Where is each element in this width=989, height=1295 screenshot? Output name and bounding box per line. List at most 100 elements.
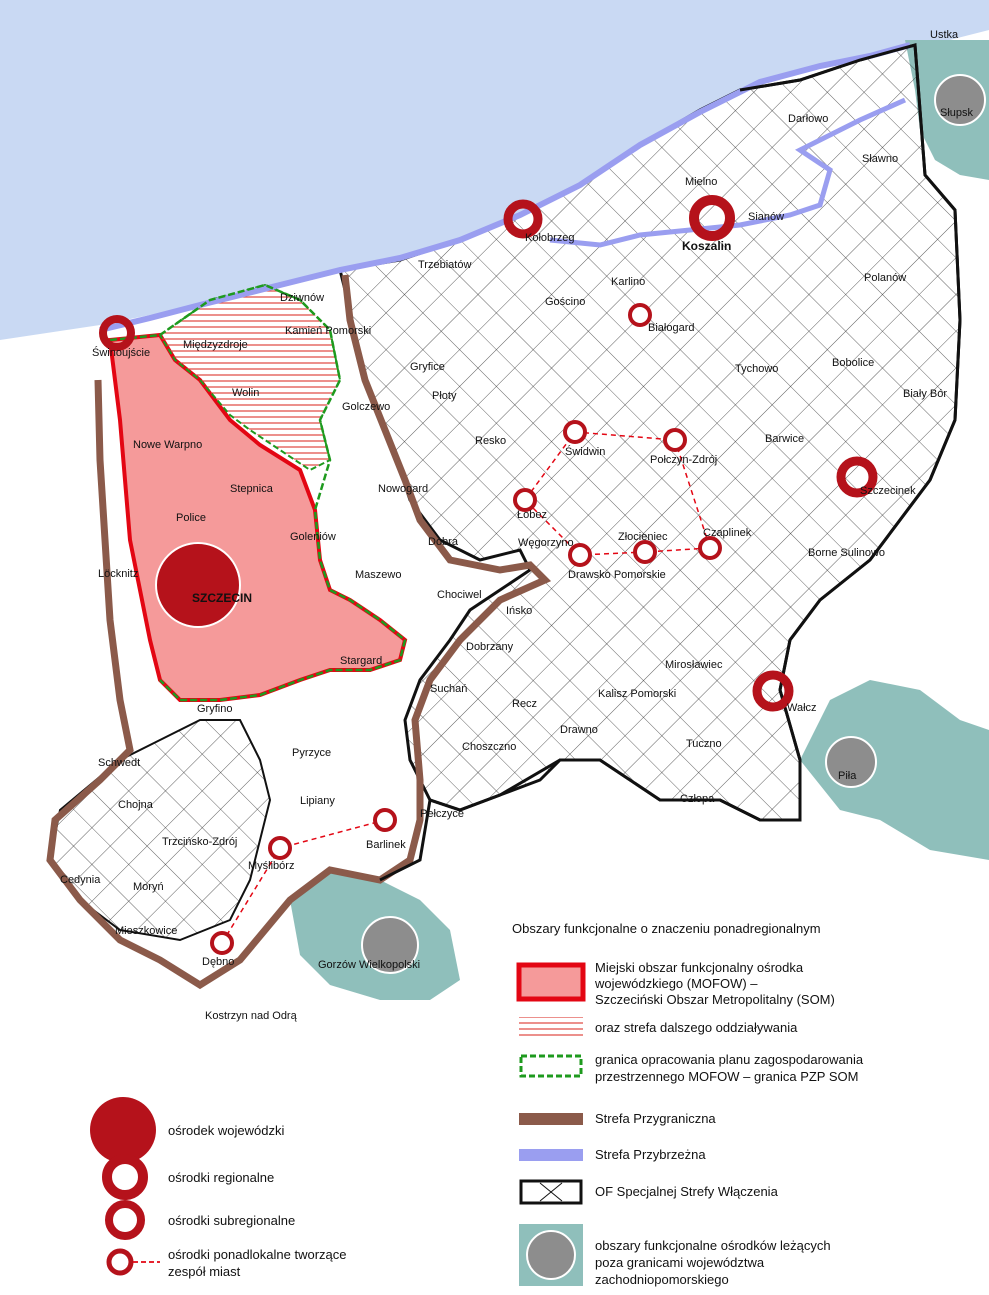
- label-mielno: Mielno: [685, 176, 717, 188]
- legend-pzp-line1: granica opracowania planu zagospodarowan…: [595, 1052, 864, 1067]
- label-barlinek: Barlinek: [366, 839, 406, 851]
- regional-centers: [99, 195, 878, 712]
- legend-border-swatch: [519, 1113, 583, 1125]
- label-tuczno: Tuczno: [686, 738, 722, 750]
- label-schwedt: Schwedt: [98, 757, 140, 769]
- legend-regional: ośrodki regionalne: [168, 1170, 274, 1185]
- label-nowogard: Nowogard: [378, 483, 428, 495]
- legend-centers: ośrodek wojewódzki ośrodki regionalne oś…: [90, 1097, 347, 1279]
- legend-coastal-zone: Strefa Przybrzeżna: [595, 1147, 706, 1162]
- legend-outside-line2: poza granicami województwa: [595, 1255, 765, 1270]
- label-lipiany: Lipiany: [300, 795, 335, 807]
- label-dobrzany: Dobrzany: [466, 641, 514, 653]
- label-bobolice: Bobolice: [832, 357, 874, 369]
- legend-mofow-line3: Szczeciński Obszar Metropolitalny (SOM): [595, 992, 835, 1007]
- legend-supralocal-symbol: [106, 1248, 134, 1276]
- label-slawno: Sławno: [862, 153, 898, 165]
- label-pelczyce: Pełczyce: [420, 808, 464, 820]
- label-koszalin: Koszalin: [682, 239, 731, 253]
- legend-pzp-swatch: [519, 1054, 583, 1078]
- legend-outside-circle: [526, 1230, 576, 1280]
- szczecin-voivodeship-center: [155, 542, 241, 628]
- label-dobra: Dobra: [428, 536, 459, 548]
- label-czlopa: Człopa: [680, 793, 715, 805]
- label-barwice: Barwice: [765, 433, 804, 445]
- label-kostrzyn: Kostrzyn nad Odrą: [205, 1010, 298, 1022]
- label-gryfice: Gryfice: [410, 361, 445, 373]
- label-pila: Piła: [838, 770, 857, 782]
- label-kamien: Kamień Pomorski: [285, 325, 371, 337]
- legend-mofow-swatch: [516, 962, 586, 1002]
- border-zone-line: [46, 274, 552, 990]
- label-mysliborz: Myślibórz: [248, 860, 294, 872]
- label-czaplinek: Czaplinek: [703, 527, 752, 539]
- mysliborz-center: [268, 836, 292, 860]
- legend-supralocal-line1: ośrodki ponadlokalne tworzące: [168, 1247, 347, 1262]
- coastal-zone-inland: [549, 97, 907, 248]
- lobez-center: [513, 488, 537, 512]
- label-gryfino: Gryfino: [197, 703, 232, 715]
- debno-center: [210, 931, 234, 955]
- pzp-som-boundary: [109, 283, 407, 702]
- label-ustka: Ustka: [930, 29, 959, 41]
- label-swidwin: Świdwin: [565, 445, 605, 458]
- label-drawno: Drawno: [560, 724, 598, 736]
- label-bialogard: Białogard: [648, 322, 694, 334]
- label-gorzow: Gorzów Wielkopolski: [318, 959, 420, 971]
- legend-mofow-line1: Miejski obszar funkcjonalny ośrodka: [595, 960, 804, 975]
- label-kalisz: Kalisz Pomorski: [598, 688, 676, 700]
- legend-voivodeship: ośrodek wojewódzki: [168, 1123, 284, 1138]
- czaplinek-center: [698, 536, 722, 560]
- label-trzcinsko: Trzcińsko-Zdrój: [162, 836, 237, 848]
- label-walcz: Wałcz: [787, 702, 817, 714]
- label-karlino: Karlino: [611, 276, 645, 288]
- koszalin-center: [689, 195, 735, 241]
- legend-mofow-line2: wojewódzkiego (MOFOW) –: [594, 976, 758, 991]
- legend-subregional-symbol: [105, 1200, 145, 1240]
- label-resko: Resko: [475, 435, 506, 447]
- label-slupsk: Słupsk: [940, 107, 974, 119]
- zlocieniec-center: [633, 540, 657, 564]
- legend-voivodeship-symbol: [90, 1097, 156, 1163]
- label-kolobrzeg: Kołobrzeg: [525, 232, 575, 244]
- label-suchan: Suchań: [430, 683, 467, 695]
- coastal-zone-line: [99, 42, 911, 333]
- label-stargard: Stargard: [340, 655, 382, 667]
- szczecinek-center: [836, 456, 878, 498]
- bialogard-center: [628, 303, 652, 327]
- legend-title: Obszary funkcjonalne o znaczeniu ponadre…: [512, 921, 821, 936]
- label-insko: Ińsko: [506, 605, 532, 617]
- legend-pzp-line2: przestrzennego MOFOW – granica PZP SOM: [595, 1069, 858, 1084]
- kolobrzeg-center: [503, 199, 543, 239]
- polczyn-center: [663, 428, 687, 452]
- label-miroslawiec: Mirosławiec: [665, 659, 723, 671]
- label-tychowo: Tychowo: [735, 363, 778, 375]
- label-pyrzyce: Pyrzyce: [292, 747, 331, 759]
- label-polczyn: Połczyn-Zdrój: [650, 454, 717, 466]
- label-nowe-warpno: Nowe Warpno: [133, 439, 202, 451]
- pila-area: [800, 680, 989, 860]
- gorzow-outside-center: [361, 916, 419, 974]
- label-swinoujscie: Świnoujście: [92, 346, 150, 359]
- label-darlowo: Darłowo: [788, 113, 828, 125]
- supralocal-centers: [210, 303, 722, 955]
- legend-outer-swatch: [519, 1017, 583, 1039]
- baltic-sea: [0, 0, 989, 340]
- label-moryn: Moryń: [133, 881, 164, 893]
- voivodeship-border: [379, 43, 962, 882]
- legend-coastal-swatch: [519, 1149, 583, 1161]
- label-wegorzyno: Węgorzyno: [518, 537, 574, 549]
- label-polanow: Polanów: [864, 272, 906, 284]
- label-goleniow: Goleniów: [290, 531, 336, 543]
- label-trzebiatow: Trzebiatów: [418, 259, 471, 271]
- pila-outside-center: [825, 736, 877, 788]
- label-goscino: Gościno: [545, 296, 585, 308]
- label-borne: Borne Sulinowo: [808, 547, 885, 559]
- legend-regional-symbol: [102, 1154, 148, 1200]
- label-police: Police: [176, 512, 206, 524]
- legend-subregional: ośrodki subregionalne: [168, 1213, 295, 1228]
- label-bialy-bor: Biały Bór: [903, 388, 947, 400]
- label-chojna: Chojna: [118, 799, 154, 811]
- label-debno: Dębno: [202, 956, 234, 968]
